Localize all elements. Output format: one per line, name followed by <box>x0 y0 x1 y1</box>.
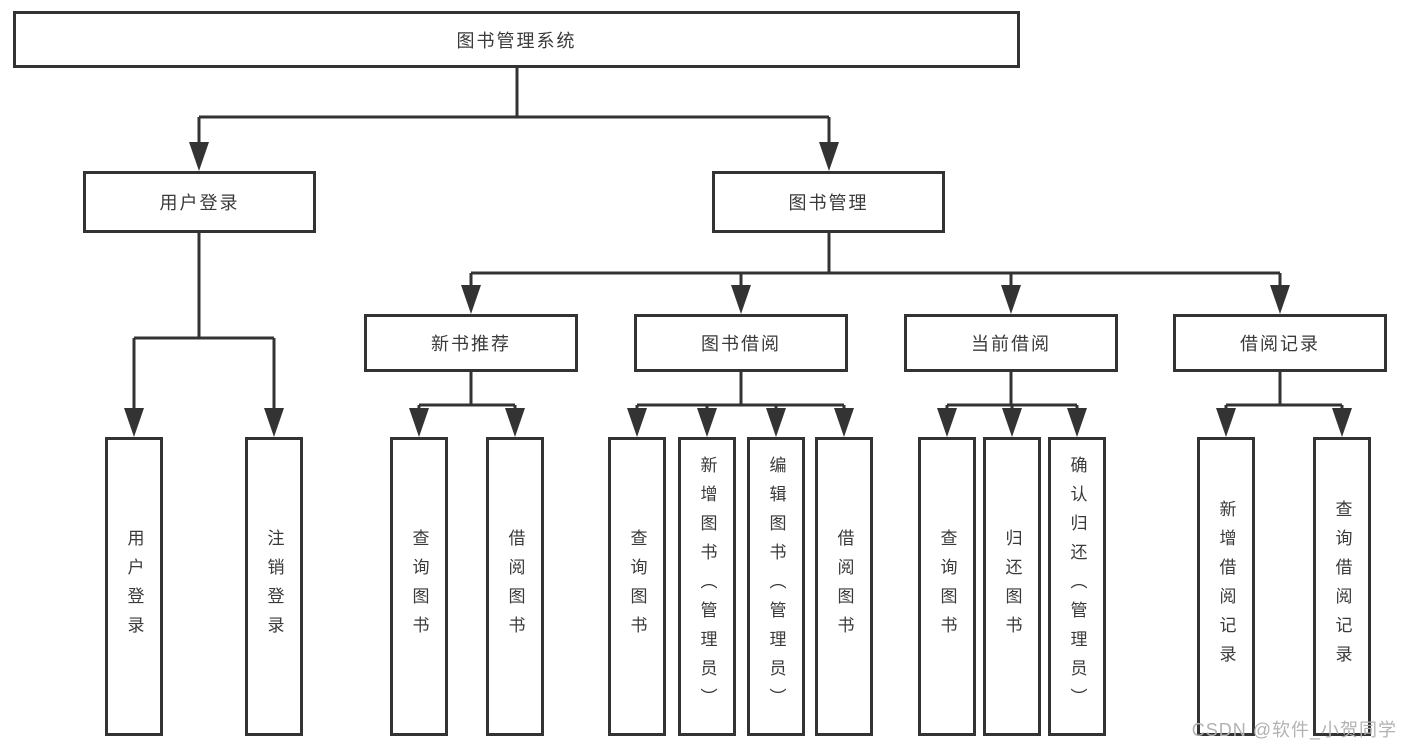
leaf-newbooks-query-books: 查询图书 <box>390 437 448 736</box>
leaf-label: 查询图书 <box>409 528 429 645</box>
node-new-book-recommend: 新书推荐 <box>364 314 578 372</box>
node-current-borrowing: 当前借阅 <box>904 314 1118 372</box>
leaf-label: 编辑图书（管理员） <box>766 456 786 717</box>
node-root-library-system: 图书管理系统 <box>13 11 1020 68</box>
leaf-newbooks-borrow-books: 借阅图书 <box>486 437 544 736</box>
leaf-borrowing-borrow-books: 借阅图书 <box>815 437 873 736</box>
leaf-label: 借阅图书 <box>834 528 854 645</box>
leaf-records-query-record: 查询借阅记录 <box>1313 437 1371 736</box>
leaf-label: 归还图书 <box>1002 528 1022 645</box>
leaf-label: 查询图书 <box>627 528 647 645</box>
leaf-records-add-record: 新增借阅记录 <box>1197 437 1255 736</box>
leaf-borrowing-add-books-admin: 新增图书（管理员） <box>678 437 736 736</box>
leaf-label: 查询图书 <box>937 528 957 645</box>
leaf-label: 确认归还（管理员） <box>1067 456 1087 717</box>
leaf-label: 注销登录 <box>264 528 284 645</box>
csdn-watermark: CSDN @软件_小贺同学 <box>1191 720 1397 740</box>
leaf-logout: 注销登录 <box>245 437 303 736</box>
leaf-borrowing-query-books: 查询图书 <box>608 437 666 736</box>
leaf-label: 新增借阅记录 <box>1216 499 1236 674</box>
leaf-label: 查询借阅记录 <box>1332 499 1352 674</box>
leaf-current-query-books: 查询图书 <box>918 437 976 736</box>
leaf-user-login: 用户登录 <box>105 437 163 736</box>
node-book-borrowing: 图书借阅 <box>634 314 848 372</box>
leaf-label: 用户登录 <box>124 528 144 645</box>
leaf-current-return-books: 归还图书 <box>983 437 1041 736</box>
leaf-label: 借阅图书 <box>505 528 525 645</box>
leaf-borrowing-edit-books-admin: 编辑图书（管理员） <box>747 437 805 736</box>
node-borrowing-records: 借阅记录 <box>1173 314 1387 372</box>
node-book-management: 图书管理 <box>712 171 945 233</box>
node-user-login: 用户登录 <box>83 171 316 233</box>
arrowhead-icons <box>124 142 1352 437</box>
leaf-label: 新增图书（管理员） <box>697 456 717 717</box>
leaf-current-confirm-return-admin: 确认归还（管理员） <box>1048 437 1106 736</box>
